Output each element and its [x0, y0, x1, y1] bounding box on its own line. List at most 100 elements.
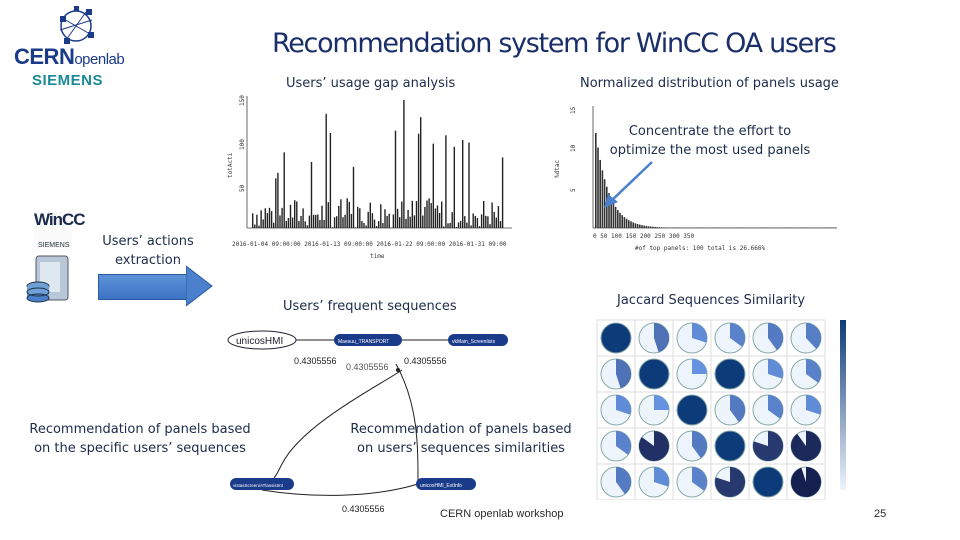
- gap-bar: [317, 214, 319, 228]
- gap-bar: [409, 216, 411, 228]
- dist-bar: [766, 227, 769, 228]
- dist-bar: [674, 227, 676, 228]
- dist-bar: [751, 227, 753, 228]
- gap-bar: [302, 208, 304, 228]
- edge-label: 0.4305556: [404, 356, 447, 366]
- dist-bar: [632, 222, 634, 228]
- jaccard-slice: [768, 359, 783, 379]
- gap-bar: [457, 222, 460, 228]
- jaccard-slice: [715, 467, 745, 498]
- jaccard-slice: [791, 431, 821, 461]
- jaccard-slice: [806, 395, 821, 415]
- gap-bar: [268, 207, 271, 228]
- gap-bar: [369, 202, 371, 228]
- dist-bar: [691, 227, 694, 228]
- dist-bar: [707, 227, 709, 228]
- gap-bar: [270, 211, 273, 228]
- gap-bar: [392, 214, 395, 228]
- dist-bar: [661, 227, 663, 228]
- gap-bar: [483, 200, 485, 228]
- gap-bar: [464, 216, 466, 228]
- gap-bar: [262, 219, 264, 228]
- dist-bar: [718, 227, 720, 228]
- gap-bar: [478, 226, 481, 228]
- gap-bar: [298, 220, 300, 228]
- dist-bar: [828, 227, 830, 228]
- svg-text:50: 50: [239, 184, 246, 192]
- dist-bar: [757, 227, 760, 228]
- gap-bar: [319, 220, 321, 228]
- dist-bar: [724, 227, 727, 228]
- dist-bar: [823, 227, 826, 228]
- gap-bar: [417, 133, 420, 228]
- dist-bar: [694, 227, 696, 228]
- gap-bar: [420, 117, 422, 228]
- gap-bar: [283, 152, 285, 228]
- dist-bar: [672, 227, 674, 228]
- svg-text:15: 15: [570, 106, 577, 114]
- gap-bar: [382, 223, 384, 228]
- gap-bar: [294, 200, 296, 228]
- dist-bar: [810, 227, 813, 228]
- gap-bar: [325, 113, 327, 228]
- jaccard-slice: [639, 431, 669, 461]
- dist-bar: [652, 226, 654, 228]
- dist-bar: [760, 227, 762, 228]
- dist-bar: [597, 147, 599, 228]
- gap-bar: [321, 205, 323, 228]
- dist-bar: [720, 227, 722, 228]
- dist-bar: [801, 227, 804, 228]
- gap-bar: [289, 204, 292, 228]
- dist-bar: [687, 227, 689, 228]
- network-icon: [59, 6, 94, 44]
- dist-bar: [782, 227, 784, 228]
- dist-bar: [804, 227, 806, 228]
- gap-bar: [361, 221, 363, 228]
- jaccard-slice: [768, 323, 783, 351]
- svg-text:time: time: [370, 253, 385, 260]
- dist-bar: [683, 227, 685, 228]
- gap-bar: [462, 140, 464, 228]
- gap-bar: [396, 208, 399, 228]
- dist-bar: [812, 227, 815, 228]
- dist-bar: [775, 227, 777, 228]
- jaccard-circle: [714, 358, 746, 390]
- dist-bar: [740, 227, 742, 228]
- dist-bar: [628, 220, 630, 228]
- dist-bar: [614, 206, 617, 228]
- gap-bar: [468, 142, 470, 228]
- dist-bar: [709, 227, 711, 228]
- database-icon: [26, 255, 69, 303]
- gap-bar: [279, 215, 281, 228]
- jaccard-slice: [692, 323, 707, 343]
- gap-bar: [256, 214, 258, 228]
- gap-bar: [363, 222, 365, 228]
- gap-bar: [485, 215, 487, 228]
- gap-bar: [296, 201, 298, 228]
- jaccard-slice: [790, 467, 821, 497]
- graph-node-unicoshmi: unicosHMI: [236, 336, 283, 347]
- dist-bar: [768, 227, 771, 228]
- gap-bar: [291, 217, 294, 228]
- wincc-siemens-mark: SIEMENS: [38, 242, 70, 249]
- gap-bar: [312, 214, 315, 228]
- dist-bar: [799, 227, 802, 228]
- gap-bar: [380, 204, 382, 228]
- svg-text:5: 5: [570, 188, 577, 192]
- gap-bar: [394, 130, 397, 228]
- dist-bar: [784, 227, 786, 228]
- cern-wordmark: CERNopenlab: [14, 44, 125, 69]
- dist-bar: [834, 227, 837, 228]
- gap-bar: [306, 225, 308, 228]
- gap-bar: [447, 223, 449, 228]
- gap-bar: [338, 205, 340, 228]
- svg-text:#of top panels: 100 total is 2: #of top panels: 100 total is 26.666%: [635, 245, 765, 252]
- gap-bar: [430, 203, 432, 228]
- dist-bar: [733, 227, 736, 228]
- gap-bar: [476, 218, 479, 228]
- graph-node-transport: Maesuu_TRANSPORT: [338, 339, 389, 345]
- gap-bar: [472, 213, 474, 228]
- dist-bar: [689, 227, 692, 228]
- gap-bar: [323, 219, 325, 228]
